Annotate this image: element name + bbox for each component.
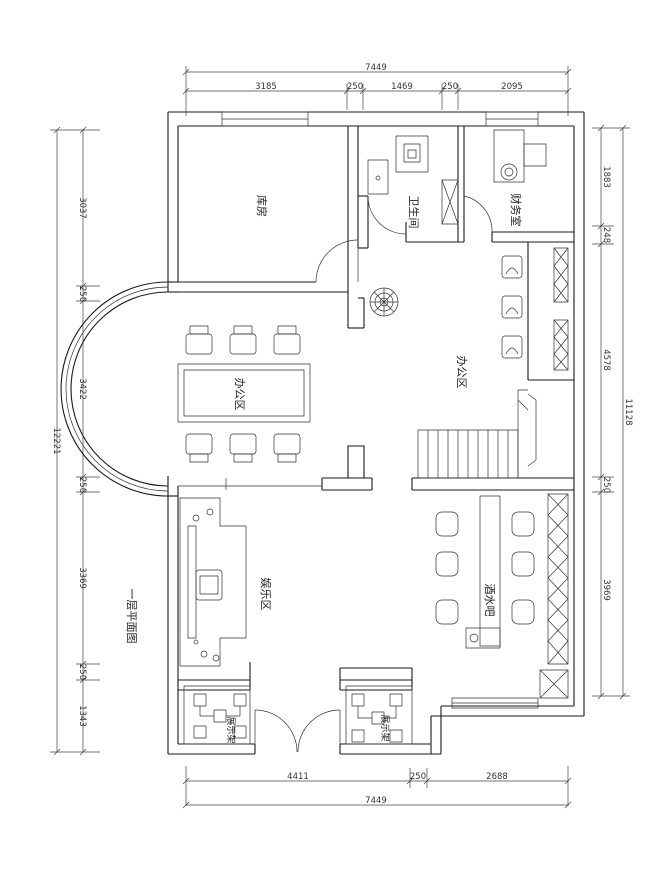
dim-right-seg-3: 4578 (601, 349, 611, 371)
cabinets-right (554, 248, 568, 370)
dim-left-seg-3: 3422 (77, 378, 87, 400)
dim-left-seg-6: 250 (77, 664, 87, 680)
dim-bottom-total: 7449 (365, 796, 387, 806)
dim-left-seg-1: 3037 (77, 197, 87, 219)
plan-title: 一层平面图 (125, 589, 138, 644)
entertainment-sofa (180, 498, 246, 666)
toilet-fixtures (368, 136, 458, 224)
dim-bottom-seg-1: 4411 (287, 772, 309, 782)
dim-right-total: 11128 (623, 398, 633, 425)
dim-top-total: 7449 (365, 63, 387, 73)
bay-window-arc (61, 282, 178, 496)
room-label-display-right: 展示架 (379, 714, 390, 741)
display-shelf-left (184, 686, 250, 744)
dimension-labels: 7449 3185 250 1469 250 2095 4411 250 268… (51, 63, 633, 806)
conference-table (178, 364, 310, 422)
room-label-toilet: 卫生间 (407, 196, 421, 229)
dim-right-seg-5: 3969 (601, 579, 611, 601)
room-label-finance: 财务室 (509, 194, 523, 227)
room-label-storage: 库房 (255, 195, 268, 217)
armchair-icon (196, 570, 222, 600)
office-chairs-right (502, 256, 522, 358)
room-label-office-left: 办公区 (233, 378, 246, 411)
room-label-display-left: 展示架 (225, 716, 236, 743)
dim-left-seg-2: 250 (77, 286, 87, 302)
dim-top-seg-5: 2095 (501, 82, 523, 92)
finance-desk (494, 130, 546, 182)
dim-top-seg-3: 1469 (391, 82, 413, 92)
dimension-lines (50, 66, 630, 808)
bar-cabinets (540, 494, 568, 698)
room-labels: 库房 卫生间 财务室 办公区 办公区 娱乐区 酒水吧 展示架 展示架 一层平面图 (125, 194, 523, 744)
dim-left-seg-7: 1343 (77, 705, 87, 727)
room-label-entertainment: 娱乐区 (259, 578, 273, 611)
conference-chairs (186, 326, 300, 462)
dim-bottom-seg-2: 250 (410, 772, 426, 782)
plant-icon (370, 288, 398, 316)
dim-left-total: 12221 (51, 427, 61, 454)
dim-right-seg-1: 1883 (601, 166, 611, 188)
dim-right-seg-2: 248 (601, 227, 611, 243)
dim-bottom-seg-3: 2688 (486, 772, 508, 782)
dim-right-seg-4: 250 (601, 477, 611, 493)
dim-top-seg-2: 250 (347, 82, 363, 92)
bar-stools (436, 512, 534, 624)
dim-top-seg-4: 250 (442, 82, 458, 92)
room-label-bar: 酒水吧 (483, 584, 496, 617)
bar-counter (466, 496, 500, 648)
dim-left-seg-5: 3369 (77, 567, 87, 589)
entrance-double-door (255, 710, 340, 752)
room-label-office-right: 办公区 (455, 356, 468, 389)
dim-left-seg-4: 250 (77, 477, 87, 493)
display-shelf-right (346, 686, 412, 744)
staircase (418, 390, 536, 478)
dim-top-seg-1: 3185 (255, 82, 277, 92)
